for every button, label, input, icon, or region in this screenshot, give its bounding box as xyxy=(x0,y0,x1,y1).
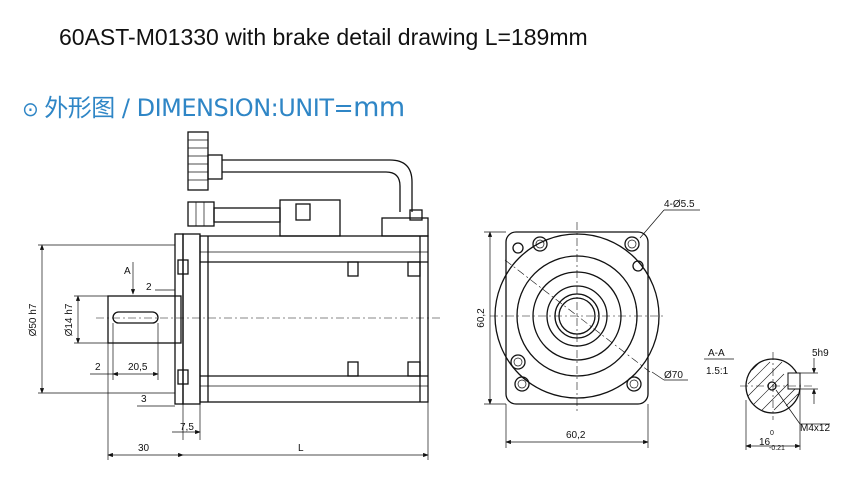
dim-7-5: 7,5 xyxy=(180,422,194,433)
subtitle-unit: mm xyxy=(353,92,405,123)
section-scale: 1.5:1 xyxy=(706,366,729,377)
subtitle-prefix: 外形图 / DIMENSION:UNIT= xyxy=(44,94,354,122)
mount-hole-br xyxy=(626,376,642,392)
flange-ear-top xyxy=(177,259,189,275)
mount-hole-tr xyxy=(624,236,640,252)
dim-30: 30 xyxy=(138,443,150,454)
front-view: 60,2 60,2 4-Ø5.5 Ø70 xyxy=(476,199,700,448)
mount-hole-bl xyxy=(510,354,526,370)
drawing-title: 60AST-M01330 with brake detail drawing L… xyxy=(59,24,588,50)
dim-front-width: 60,2 xyxy=(566,430,586,441)
dim-3: 3 xyxy=(141,394,147,405)
dim-pilot-dia: Ø50 h7 xyxy=(28,303,39,336)
dim-bolt-circle: Ø70 xyxy=(664,370,683,381)
dim-holes: 4-Ø5.5 xyxy=(664,199,695,210)
dim-tol-upper: 0 xyxy=(770,430,774,437)
rear-connector xyxy=(381,217,429,237)
dim-shaft-dia: Ø14 h7 xyxy=(64,303,75,336)
dim-16: 16 xyxy=(759,437,771,448)
circle-dot-icon: ⊙ xyxy=(22,97,39,121)
cable-top xyxy=(222,159,413,212)
dim-tol-lower: -0.21 xyxy=(769,445,785,452)
dim-2-top: 2 xyxy=(146,282,152,293)
section-mark: A xyxy=(124,266,131,277)
dim-front-height: 60,2 xyxy=(476,308,487,328)
motor-body xyxy=(199,235,429,403)
dimension-subtitle: ⊙外形图 / DIMENSION:UNIT=mm xyxy=(22,88,405,123)
power-plug xyxy=(187,201,215,227)
flange-ear-bottom xyxy=(177,369,189,385)
dim-L: L xyxy=(298,443,304,454)
dim-key-length: 20,5 xyxy=(128,362,148,373)
shaft xyxy=(107,295,182,344)
encoder-plug xyxy=(187,131,209,191)
keyway-slot xyxy=(112,311,159,324)
mount-hole-tl xyxy=(532,236,548,252)
side-view: Ø50 h7 Ø14 h7 A 2 2 20,5 3 7,5 30 L xyxy=(28,131,440,460)
section-label: A-A xyxy=(708,348,725,359)
dim-thread: M4x12 xyxy=(800,423,830,434)
section-view: A-A 1.5:1 5h9 M4x12 16 0 -0.21 xyxy=(704,348,830,452)
dim-2-left: 2 xyxy=(95,362,101,373)
dim-key-width: 5h9 xyxy=(812,348,829,359)
